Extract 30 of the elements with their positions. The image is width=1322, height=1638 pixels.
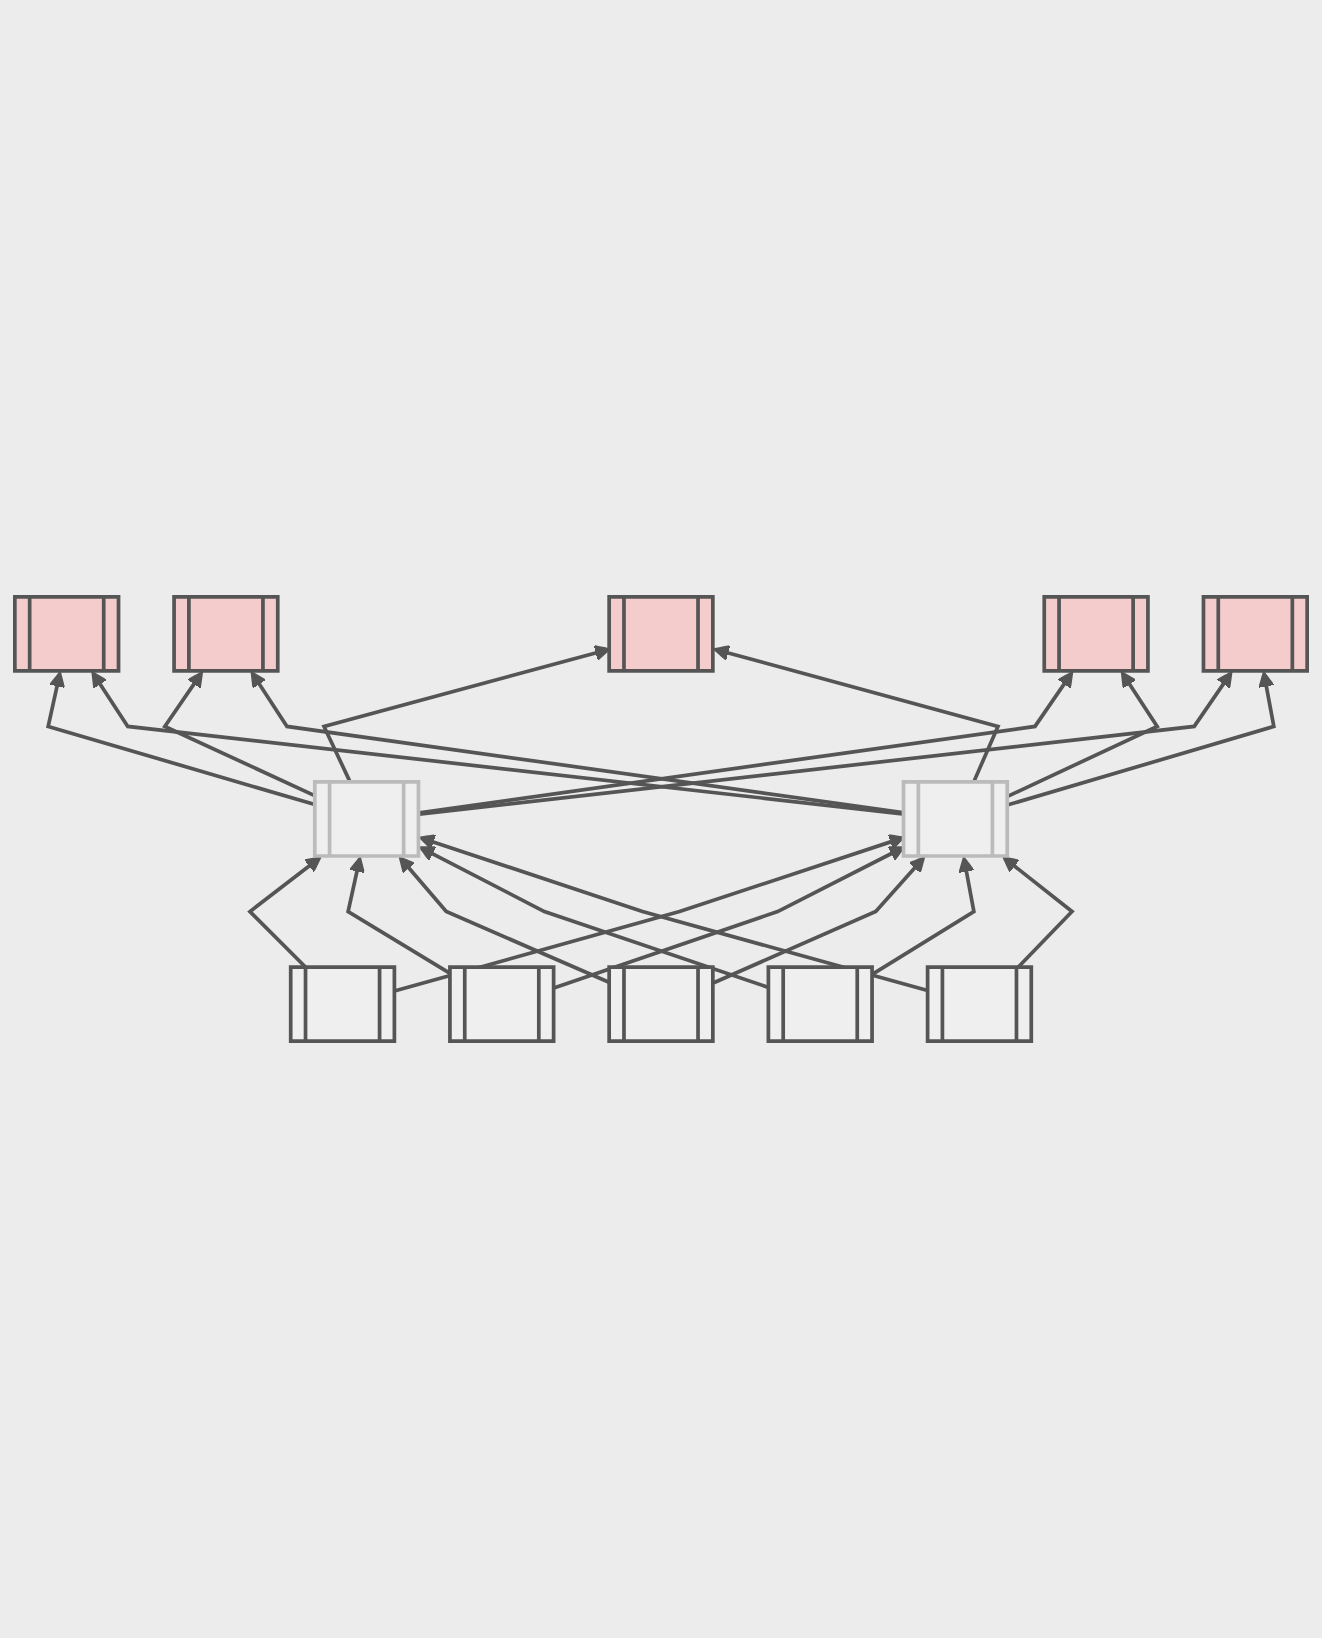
arrow [553, 846, 906, 990]
node-box [607, 594, 715, 673]
arrow [398, 856, 611, 985]
arrow [418, 846, 770, 990]
node-box [766, 965, 874, 1043]
node-box [288, 965, 397, 1043]
arrow [250, 671, 905, 815]
arrow [91, 671, 905, 816]
arrow [46, 671, 317, 807]
node-box [901, 780, 1010, 858]
node-box [312, 780, 421, 858]
node-box [925, 965, 1034, 1043]
node-box [172, 594, 280, 673]
node-box [13, 594, 121, 673]
node-box [1201, 594, 1309, 673]
arrow [321, 645, 611, 784]
arrow [419, 671, 1074, 815]
arrow [713, 645, 1001, 784]
arrow [247, 856, 322, 970]
node-box [1042, 594, 1150, 673]
arrow [1002, 856, 1075, 970]
arrow [872, 856, 976, 976]
node-box [448, 965, 556, 1043]
arrow [1007, 671, 1160, 798]
node-box [607, 965, 715, 1043]
arrow [1007, 671, 1276, 807]
arrow [346, 856, 452, 976]
arrow [713, 856, 926, 985]
arrow [419, 671, 1233, 816]
arrow [162, 671, 317, 798]
